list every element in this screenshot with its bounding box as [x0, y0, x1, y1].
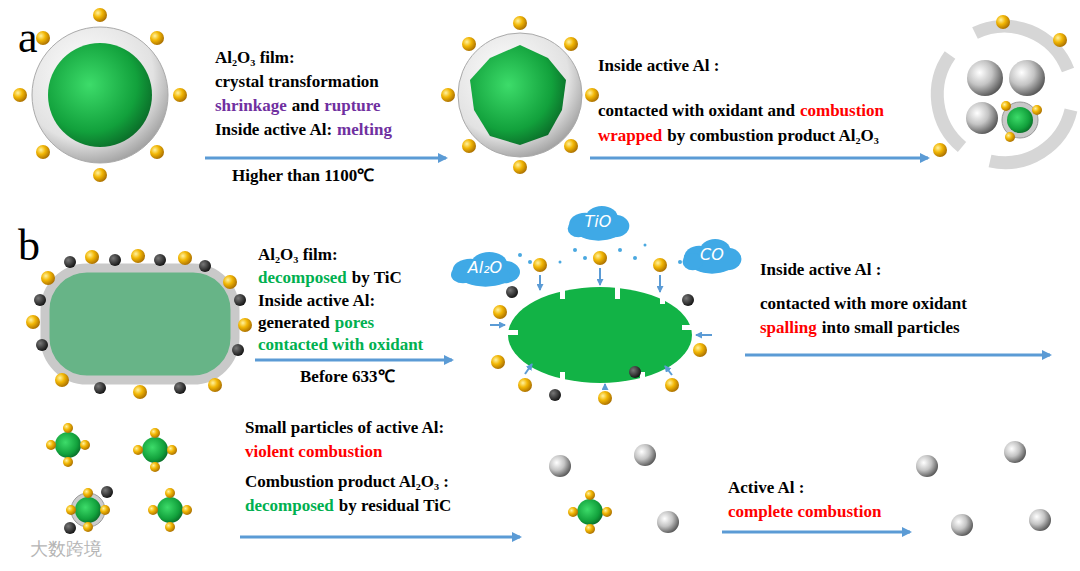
- annotation-text: contacted with oxidant and: [598, 101, 795, 121]
- annotation-text: Inside active Al :: [760, 260, 881, 280]
- annotation-text: contacted with more oxidant: [760, 294, 967, 314]
- annotation-text: wrapped: [598, 126, 662, 146]
- annotation-text: Higher than 1100℃: [232, 166, 374, 186]
- annotation-text: shrinkage: [215, 96, 287, 116]
- gas-cloud: Al₂O: [448, 248, 523, 288]
- annotation-text: by residual TiC: [339, 496, 451, 516]
- annotation-text: violent combustion: [245, 442, 382, 462]
- annotation-text: pores: [335, 313, 374, 333]
- annotation-text: Al₂O₃ film:: [215, 48, 295, 68]
- annotation-text: Inside active Al :: [598, 56, 719, 76]
- annotation-text: generated: [258, 313, 330, 333]
- annotation-text: and: [292, 96, 319, 116]
- panel-letter: b: [18, 222, 40, 270]
- cloud-label: Al₂O: [448, 258, 523, 278]
- annotation-text: Inside active Al:: [258, 291, 375, 311]
- cloud-label: CO: [680, 245, 744, 265]
- cloud-label: TiO: [565, 212, 632, 232]
- annotation-text: rupture: [324, 96, 380, 116]
- watermark: 大数跨境: [30, 538, 102, 560]
- annotation-text: into small particles: [822, 318, 960, 338]
- annotation-text: Al₂O₃ film:: [258, 245, 338, 265]
- annotation-text: spalling: [760, 318, 817, 338]
- annotation-text: decomposed: [258, 268, 347, 288]
- gas-cloud: CO: [680, 235, 744, 275]
- annotation-text: combustion: [800, 101, 884, 121]
- annotation-text: crystal transformation: [215, 72, 379, 92]
- annotation-text: Small particles of active Al:: [245, 418, 444, 438]
- annotation-text: by TiC: [352, 268, 402, 288]
- annotation-text: Inside active Al:: [215, 120, 332, 140]
- panel-letter: a: [18, 14, 38, 62]
- annotation-text: decomposed: [245, 496, 334, 516]
- annotation-text: Before 633℃: [300, 367, 395, 387]
- annotation-text: by combustion product Al₂O₃: [667, 126, 879, 146]
- annotation-text: complete combustion: [728, 502, 881, 522]
- gas-cloud: TiO: [565, 202, 632, 242]
- annotation-text: Combustion product Al₂O₃ :: [245, 472, 449, 492]
- annotation-text: Active Al :: [728, 478, 804, 498]
- annotation-text: contacted with oxidant: [258, 335, 423, 355]
- annotation-text: melting: [337, 120, 392, 140]
